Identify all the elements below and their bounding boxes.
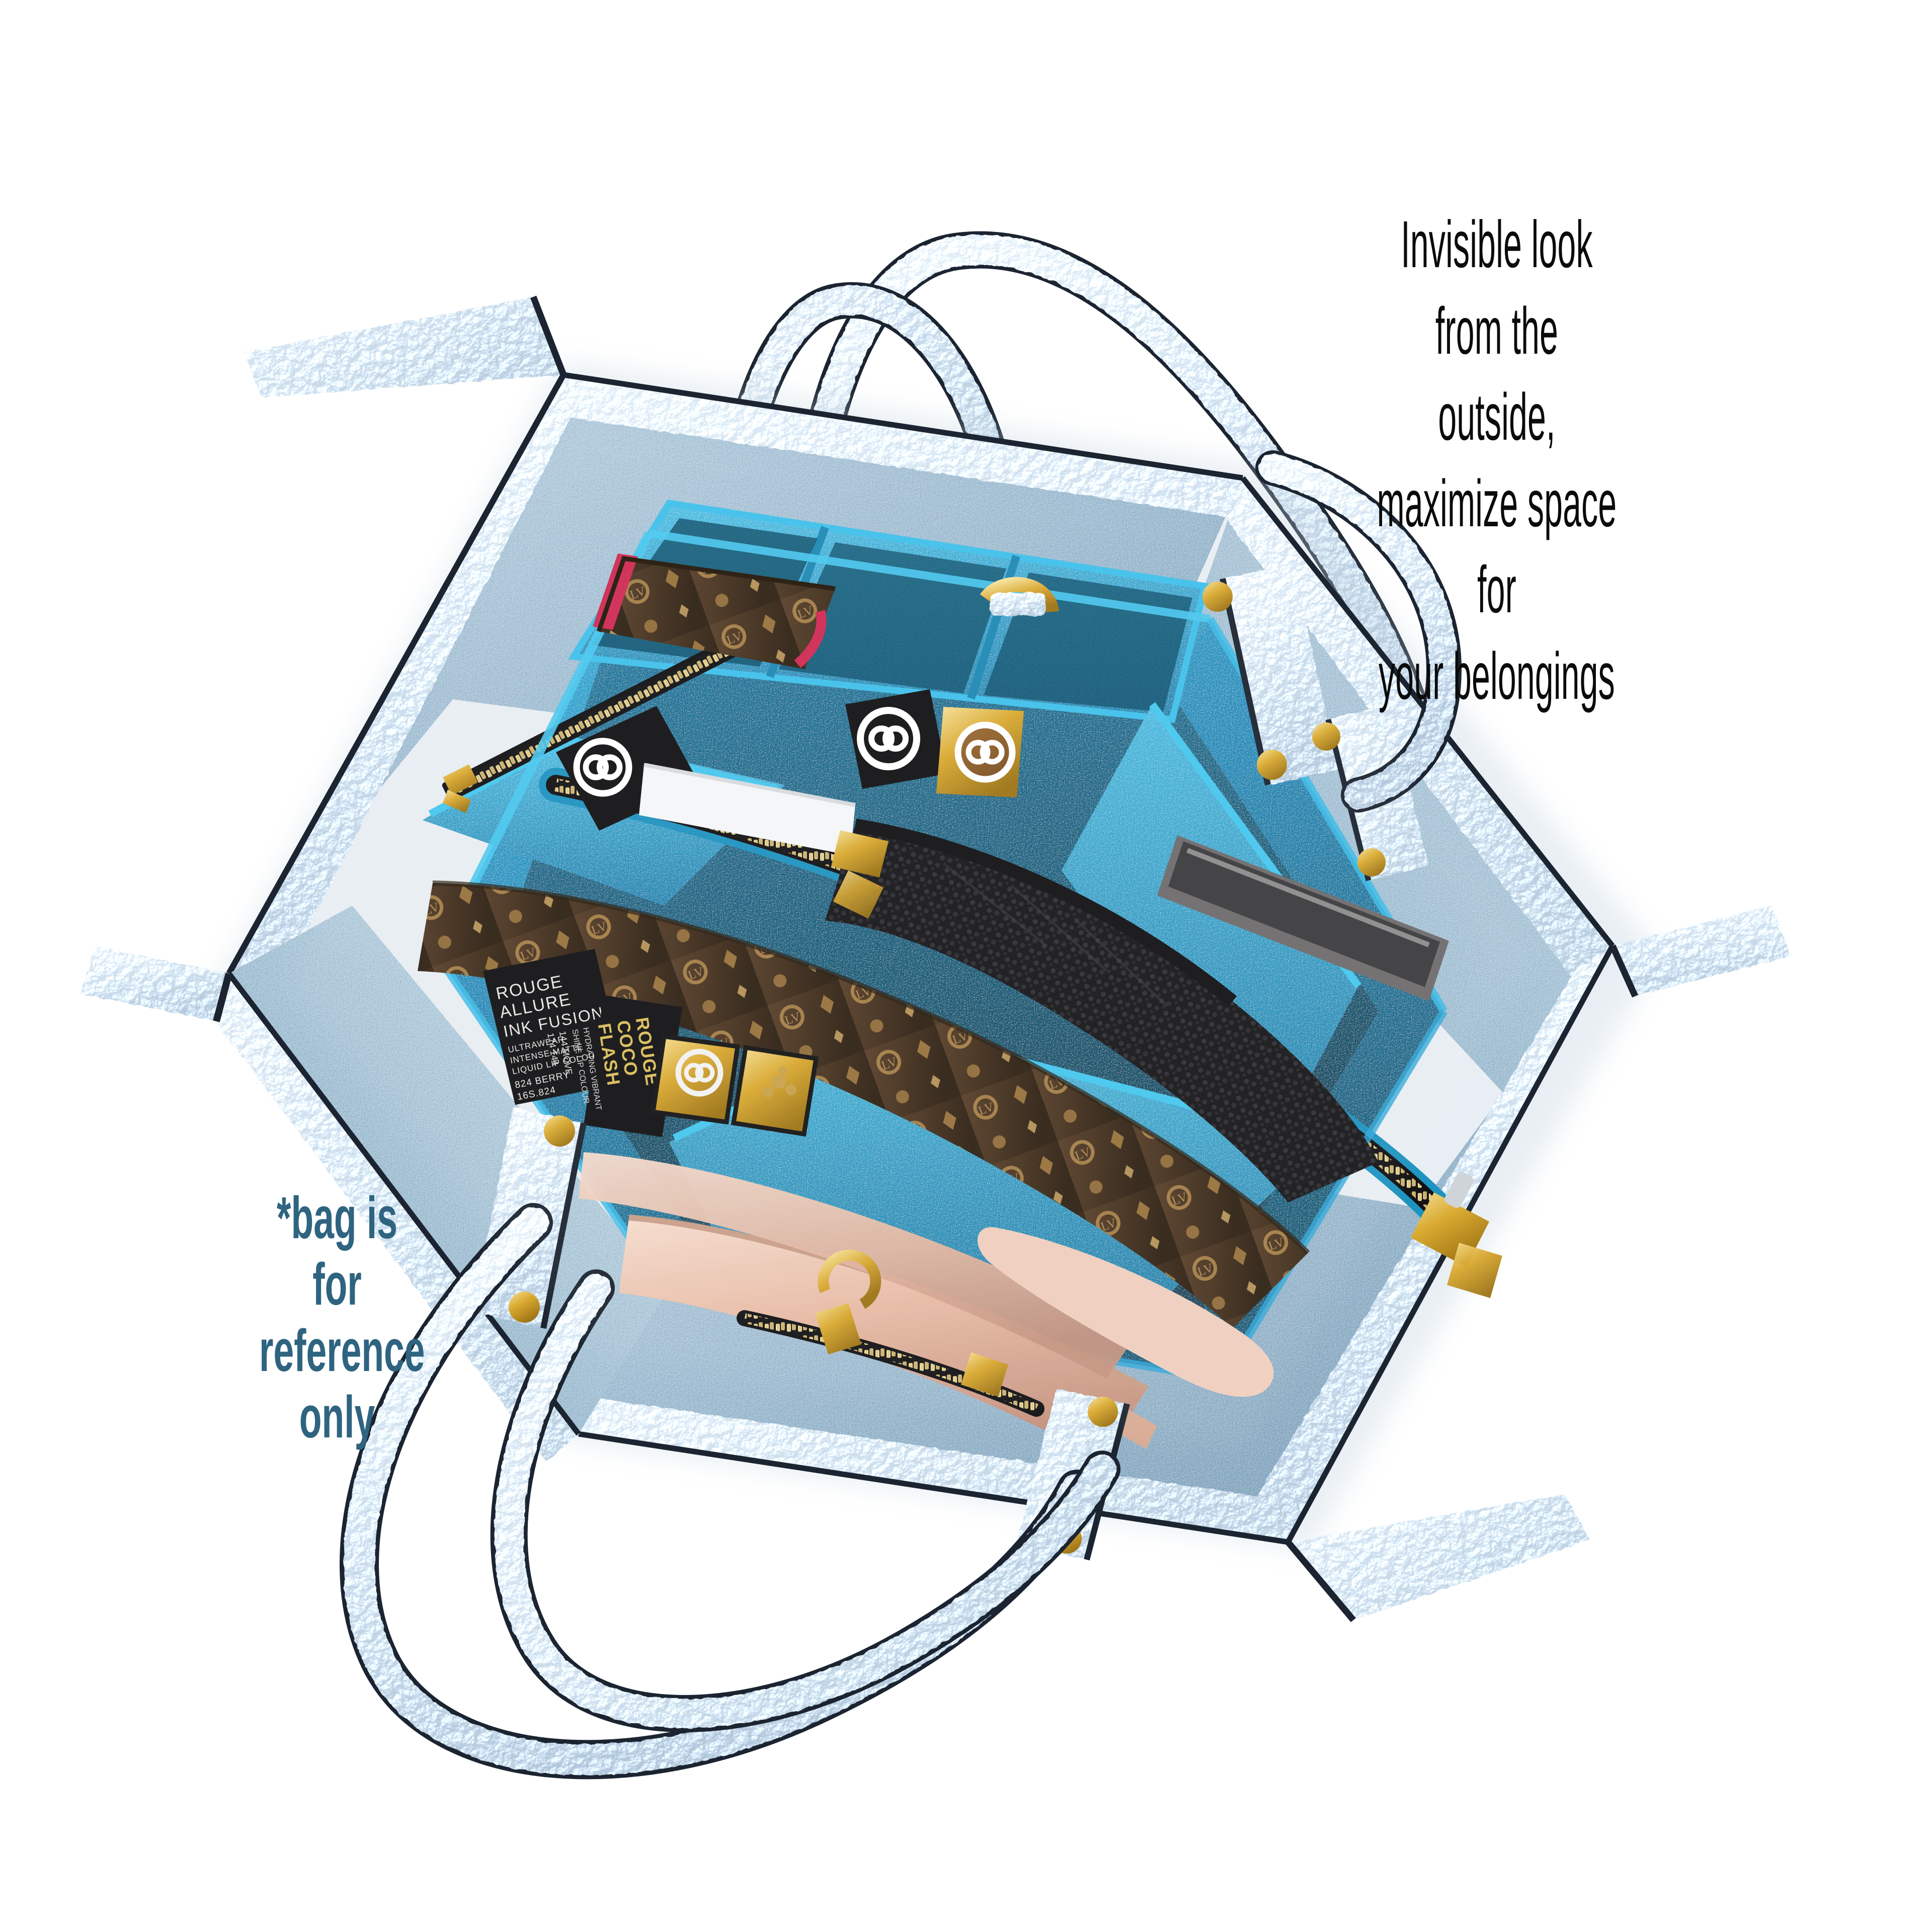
content-chanel-compact-gold — [936, 707, 1024, 797]
bag-d-ring-hardware — [986, 585, 1052, 616]
gold-rivet — [1088, 1397, 1118, 1427]
content-chanel-compact-black — [845, 689, 947, 789]
gold-rivet — [509, 1292, 540, 1323]
gold-rivet — [544, 1115, 575, 1147]
bag-corner-tab-right — [1613, 906, 1791, 996]
gold-rivet — [1312, 722, 1340, 751]
content-chanel-compact-gold-2 — [653, 1036, 738, 1122]
gold-rivet — [1202, 582, 1233, 612]
bag-corner-tab-left — [80, 946, 229, 1021]
gold-rivet — [1357, 848, 1386, 876]
bag-corner-tab-bottom — [1288, 1494, 1590, 1620]
bag-corner-tab-top — [244, 297, 564, 397]
gold-rivet — [1257, 750, 1287, 780]
content-chanel-compact-gold-3 — [734, 1048, 816, 1134]
